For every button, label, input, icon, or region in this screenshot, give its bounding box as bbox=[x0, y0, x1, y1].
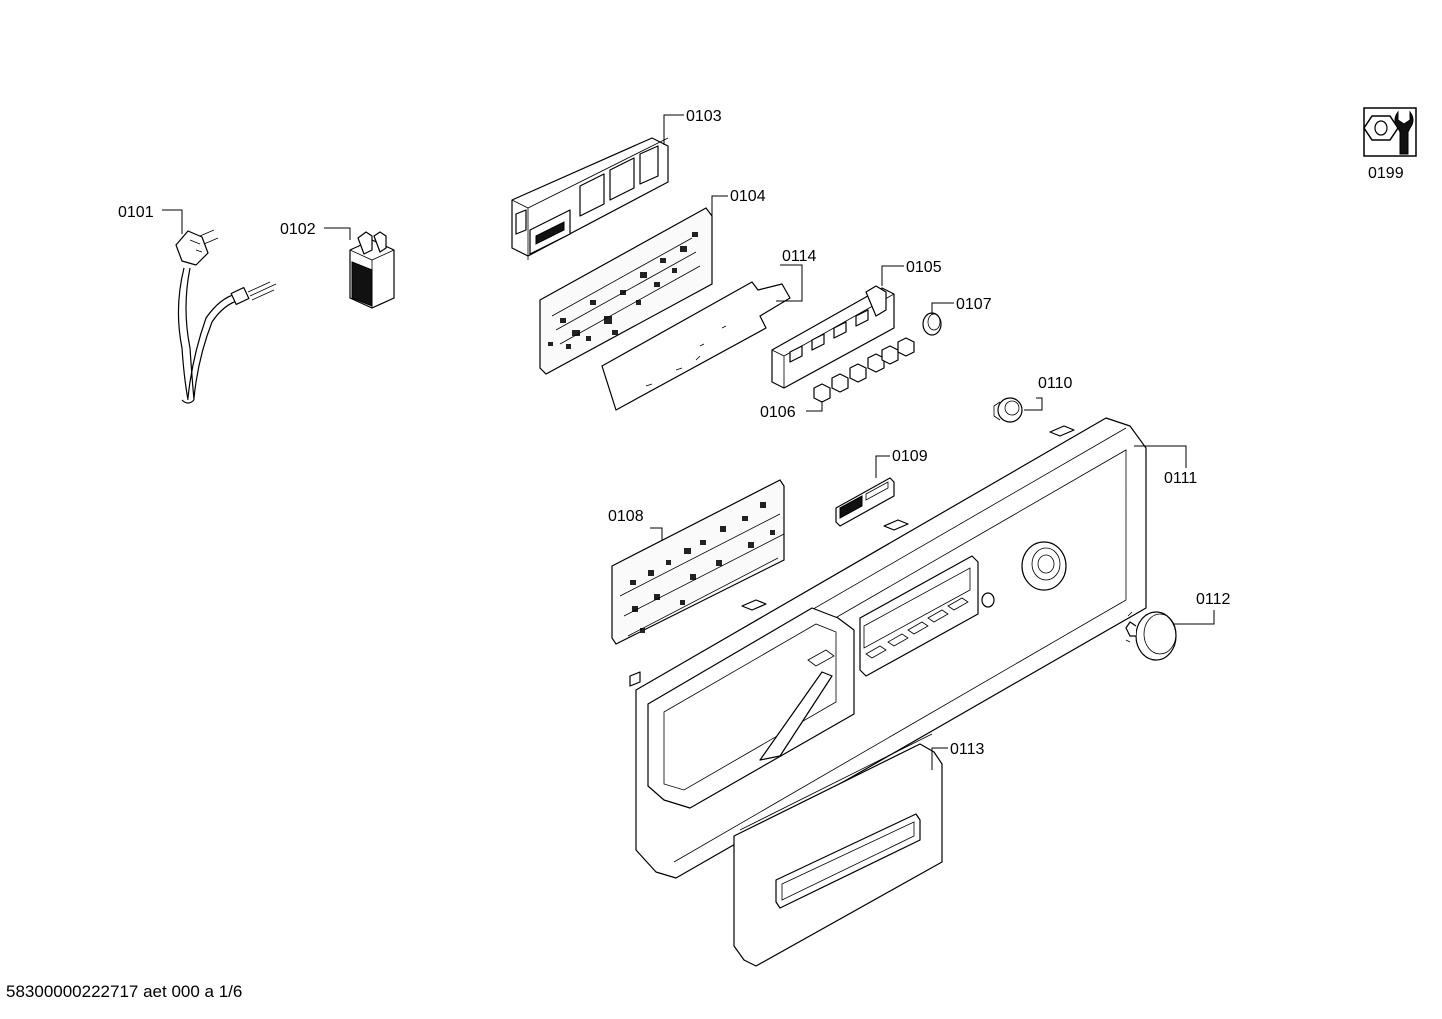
label-0199: 0199 bbox=[1368, 165, 1404, 182]
part-adapter[interactable] bbox=[993, 397, 1023, 423]
part-cap[interactable] bbox=[922, 312, 942, 336]
part-control-panel[interactable] bbox=[629, 417, 1147, 879]
part-power-cord[interactable] bbox=[175, 229, 277, 404]
part-main-pcb[interactable] bbox=[539, 207, 713, 375]
part-drawer-front[interactable] bbox=[733, 733, 943, 967]
label-0112: 0112 bbox=[1196, 591, 1231, 608]
label-0106: 0106 bbox=[760, 404, 796, 421]
label-0113: 0113 bbox=[950, 741, 985, 758]
label-0108: 0108 bbox=[608, 508, 644, 525]
label-0110: 0110 bbox=[1038, 375, 1073, 392]
part-display-window[interactable] bbox=[835, 477, 895, 527]
drawing-reference-footer: 58300000222717 aet 000 a 1/6 bbox=[6, 982, 243, 1001]
label-0101: 0101 bbox=[118, 204, 154, 221]
part-filter[interactable] bbox=[349, 231, 395, 309]
part-push-buttons[interactable] bbox=[813, 337, 915, 403]
part-module-housing[interactable] bbox=[511, 137, 669, 260]
label-0104: 0104 bbox=[730, 188, 766, 205]
label-0114: 0114 bbox=[782, 248, 817, 265]
wrench-nut-icon[interactable] bbox=[1363, 107, 1417, 157]
label-0105: 0105 bbox=[906, 259, 942, 276]
part-display-pcb[interactable] bbox=[611, 479, 785, 645]
part-insulation-foil[interactable] bbox=[601, 281, 791, 411]
label-0102: 0102 bbox=[280, 221, 316, 238]
label-0107: 0107 bbox=[956, 296, 992, 313]
label-0111: 0111 bbox=[1164, 470, 1197, 487]
label-0109: 0109 bbox=[892, 448, 928, 465]
part-program-knob[interactable] bbox=[1125, 611, 1177, 661]
part-button-carrier[interactable] bbox=[771, 285, 895, 389]
label-0103: 0103 bbox=[686, 108, 722, 125]
